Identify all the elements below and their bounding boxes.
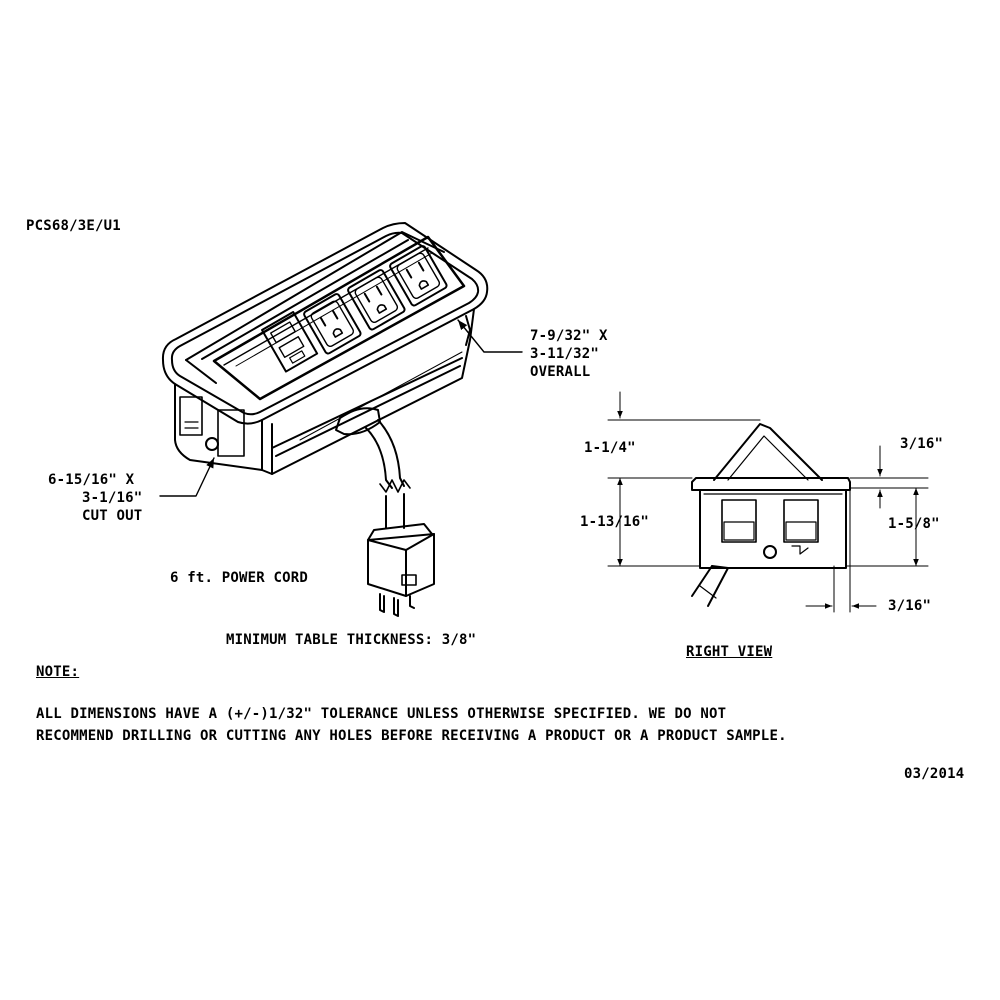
right-view [608,392,928,612]
housing-body [175,309,474,474]
plug [368,524,434,616]
rv-peak [714,424,822,480]
cord-clamp [336,408,380,434]
sloped-face [214,237,464,399]
rv-lip [692,478,850,490]
overall-dim-line1: 7-9/32" X [530,328,608,344]
cutout-dim-line2: 3-1/16" [82,490,143,506]
overall-dim-line2: 3-11/32" [530,346,600,362]
power-cord-label: 6 ft. POWER CORD [170,570,309,586]
isometric-view [160,223,522,616]
model-number: PCS68/3E/U1 [26,218,121,234]
outlet-2 [347,269,406,331]
outlet-1 [303,293,362,355]
rv-dim-body-height: 1-5/8" [888,516,940,532]
rv-body [700,490,846,568]
note-heading: NOTE: [36,664,80,680]
power-cord [366,428,392,488]
outlet-3 [389,245,448,307]
min-thickness-label: MINIMUM TABLE THICKNESS: 3/8" [226,632,477,648]
top-ridge [186,232,444,360]
note-line-2: RECOMMEND DRILLING OR CUTTING ANY HOLES … [36,728,787,744]
top-ridge-inner [202,240,408,359]
cutout-dim-line3: CUT OUT [82,508,143,524]
flange-inner [172,233,478,414]
rv-button [764,546,776,558]
right-view-title: RIGHT VIEW [686,644,773,660]
rv-dim-flange: 3/16" [888,598,932,614]
note-line-1: ALL DIMENSIONS HAVE A (+/-)1/32" TOLERAN… [36,706,727,722]
rv-dim-top-height: 1-1/4" [584,440,636,456]
rv-dim-lip: 3/16" [900,436,944,452]
usb-module [262,312,317,372]
end-button [206,438,218,450]
rv-dim-lower-height: 1-13/16" [580,514,650,530]
overall-dim-line3: OVERALL [530,364,591,380]
revision-date: 03/2014 [904,766,965,782]
flange-outer [163,223,487,424]
cutout-dim-line1: 6-15/16" X [48,472,135,488]
